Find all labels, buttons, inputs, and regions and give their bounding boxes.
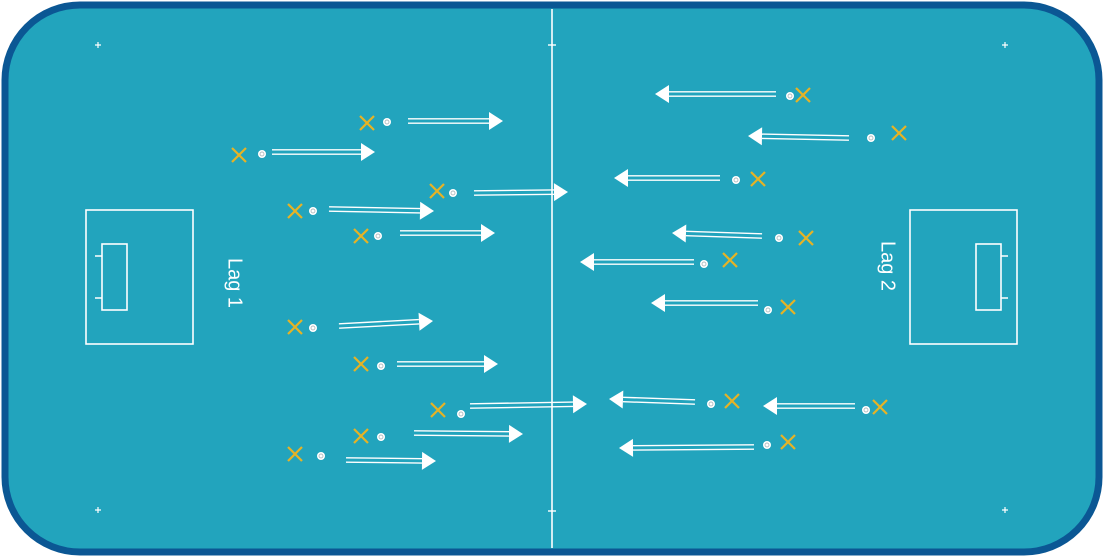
pass-arrow: [400, 224, 495, 242]
ball: [308, 206, 318, 216]
ball: [731, 175, 741, 185]
ball: [376, 432, 386, 442]
player-marker: [287, 319, 303, 335]
goal-crease-left: [101, 243, 128, 311]
ball: [763, 305, 773, 315]
pass-arrow: [580, 253, 694, 271]
pass-arrow: [609, 390, 696, 409]
player-marker: [353, 228, 369, 244]
goal-area-right: [909, 209, 1018, 345]
pass-arrow: [345, 451, 436, 470]
player-marker: [429, 183, 445, 199]
player-marker: [353, 356, 369, 372]
pass-arrow: [763, 397, 855, 415]
pass-arrow: [328, 201, 434, 220]
player-marker: [780, 299, 796, 315]
faceoff-marks: [95, 42, 1008, 513]
drill-layer: [231, 85, 907, 470]
ball: [785, 91, 795, 101]
player-marker: [359, 115, 375, 131]
pass-arrow: [338, 312, 433, 331]
ball: [762, 440, 772, 450]
pass-arrow: [655, 85, 776, 103]
ball: [316, 451, 326, 461]
team-label-lag-2: Lag 2: [877, 241, 899, 291]
player-marker: [430, 402, 446, 418]
team-label-lag-1: Lag 1: [224, 258, 246, 308]
player-marker: [722, 252, 738, 268]
pass-arrow: [408, 112, 503, 130]
ball: [448, 188, 458, 198]
goal-area-left: [85, 209, 194, 345]
player-marker: [872, 399, 888, 415]
pass-arrow: [272, 143, 375, 161]
ball: [861, 405, 871, 415]
player-marker: [891, 125, 907, 141]
pass-arrow: [473, 183, 568, 202]
player-marker: [724, 393, 740, 409]
player-marker: [795, 87, 811, 103]
goal-crease-right: [975, 243, 1002, 311]
ball: [774, 233, 784, 243]
pass-arrow: [619, 438, 755, 457]
player-marker: [750, 171, 766, 187]
ball: [866, 133, 876, 143]
ball: [373, 231, 383, 241]
player-marker: [798, 230, 814, 246]
ball: [382, 117, 392, 127]
pass-arrow: [672, 224, 763, 243]
pass-arrow: [397, 355, 498, 373]
pass-arrow: [614, 169, 720, 187]
player-marker: [231, 147, 247, 163]
ball: [257, 149, 267, 159]
player-marker: [287, 203, 303, 219]
ball: [456, 409, 466, 419]
ball: [706, 399, 716, 409]
ball: [308, 323, 318, 333]
player-marker: [780, 434, 796, 450]
ball: [376, 361, 386, 371]
ball: [699, 259, 709, 269]
pass-arrow: [469, 395, 587, 414]
pass-arrow: [413, 424, 523, 443]
pass-arrow: [748, 127, 850, 146]
player-marker: [353, 428, 369, 444]
player-marker: [287, 446, 303, 462]
pass-arrow: [651, 294, 758, 312]
